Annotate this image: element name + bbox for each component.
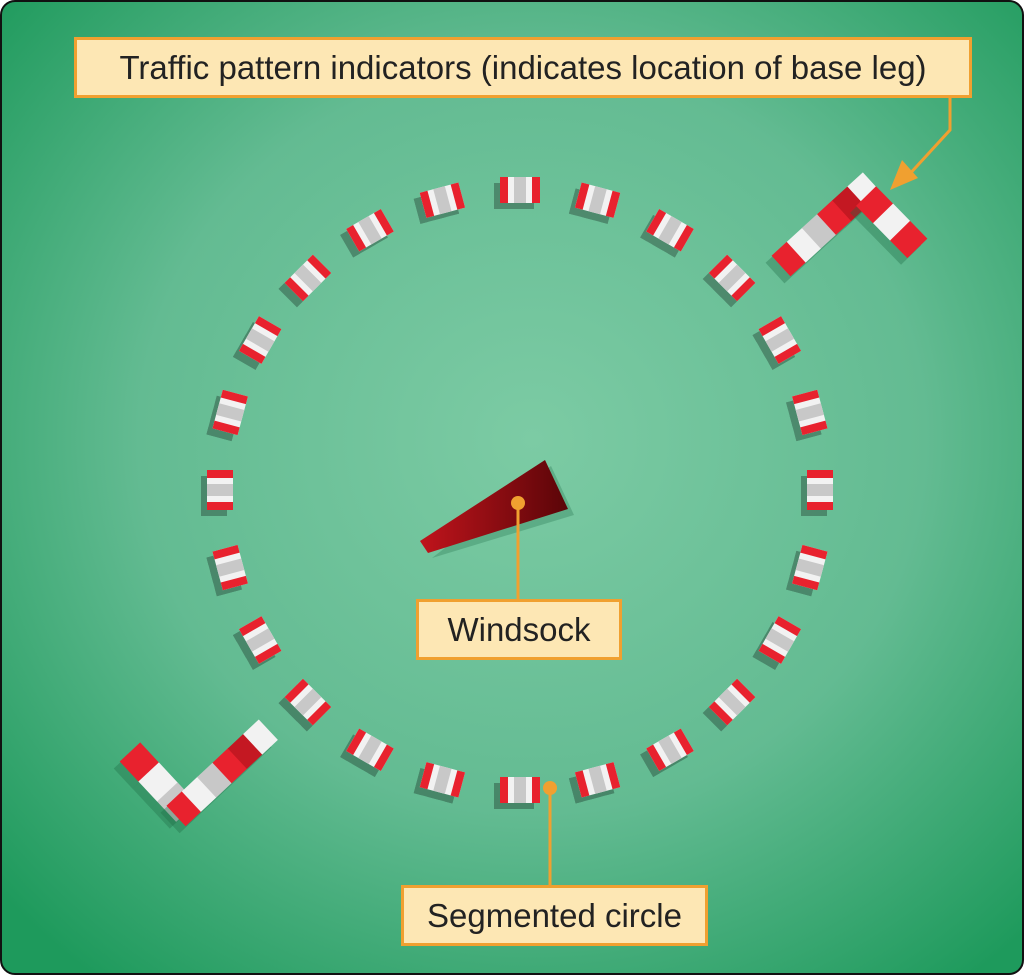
windsock-icon bbox=[420, 460, 574, 558]
segment-marker bbox=[201, 470, 233, 516]
segment-marker bbox=[494, 177, 540, 209]
windsock-callout: Windsock bbox=[416, 599, 622, 660]
traffic-pattern-indicator-top-right bbox=[765, 172, 928, 284]
traffic-leader-line bbox=[904, 98, 952, 180]
circle-leader-dot bbox=[543, 781, 557, 795]
segment-marker bbox=[494, 777, 540, 809]
traffic-pattern-indicator-bottom-left bbox=[113, 719, 278, 834]
segment-marker bbox=[801, 470, 833, 516]
traffic-leader-arrowhead bbox=[890, 160, 918, 190]
windsock-leader-dot bbox=[511, 496, 525, 510]
traffic-pattern-callout: Traffic pattern indicators (indicates lo… bbox=[74, 37, 972, 98]
segmented-circle-callout: Segmented circle bbox=[401, 885, 708, 946]
leader-lines bbox=[516, 98, 952, 886]
